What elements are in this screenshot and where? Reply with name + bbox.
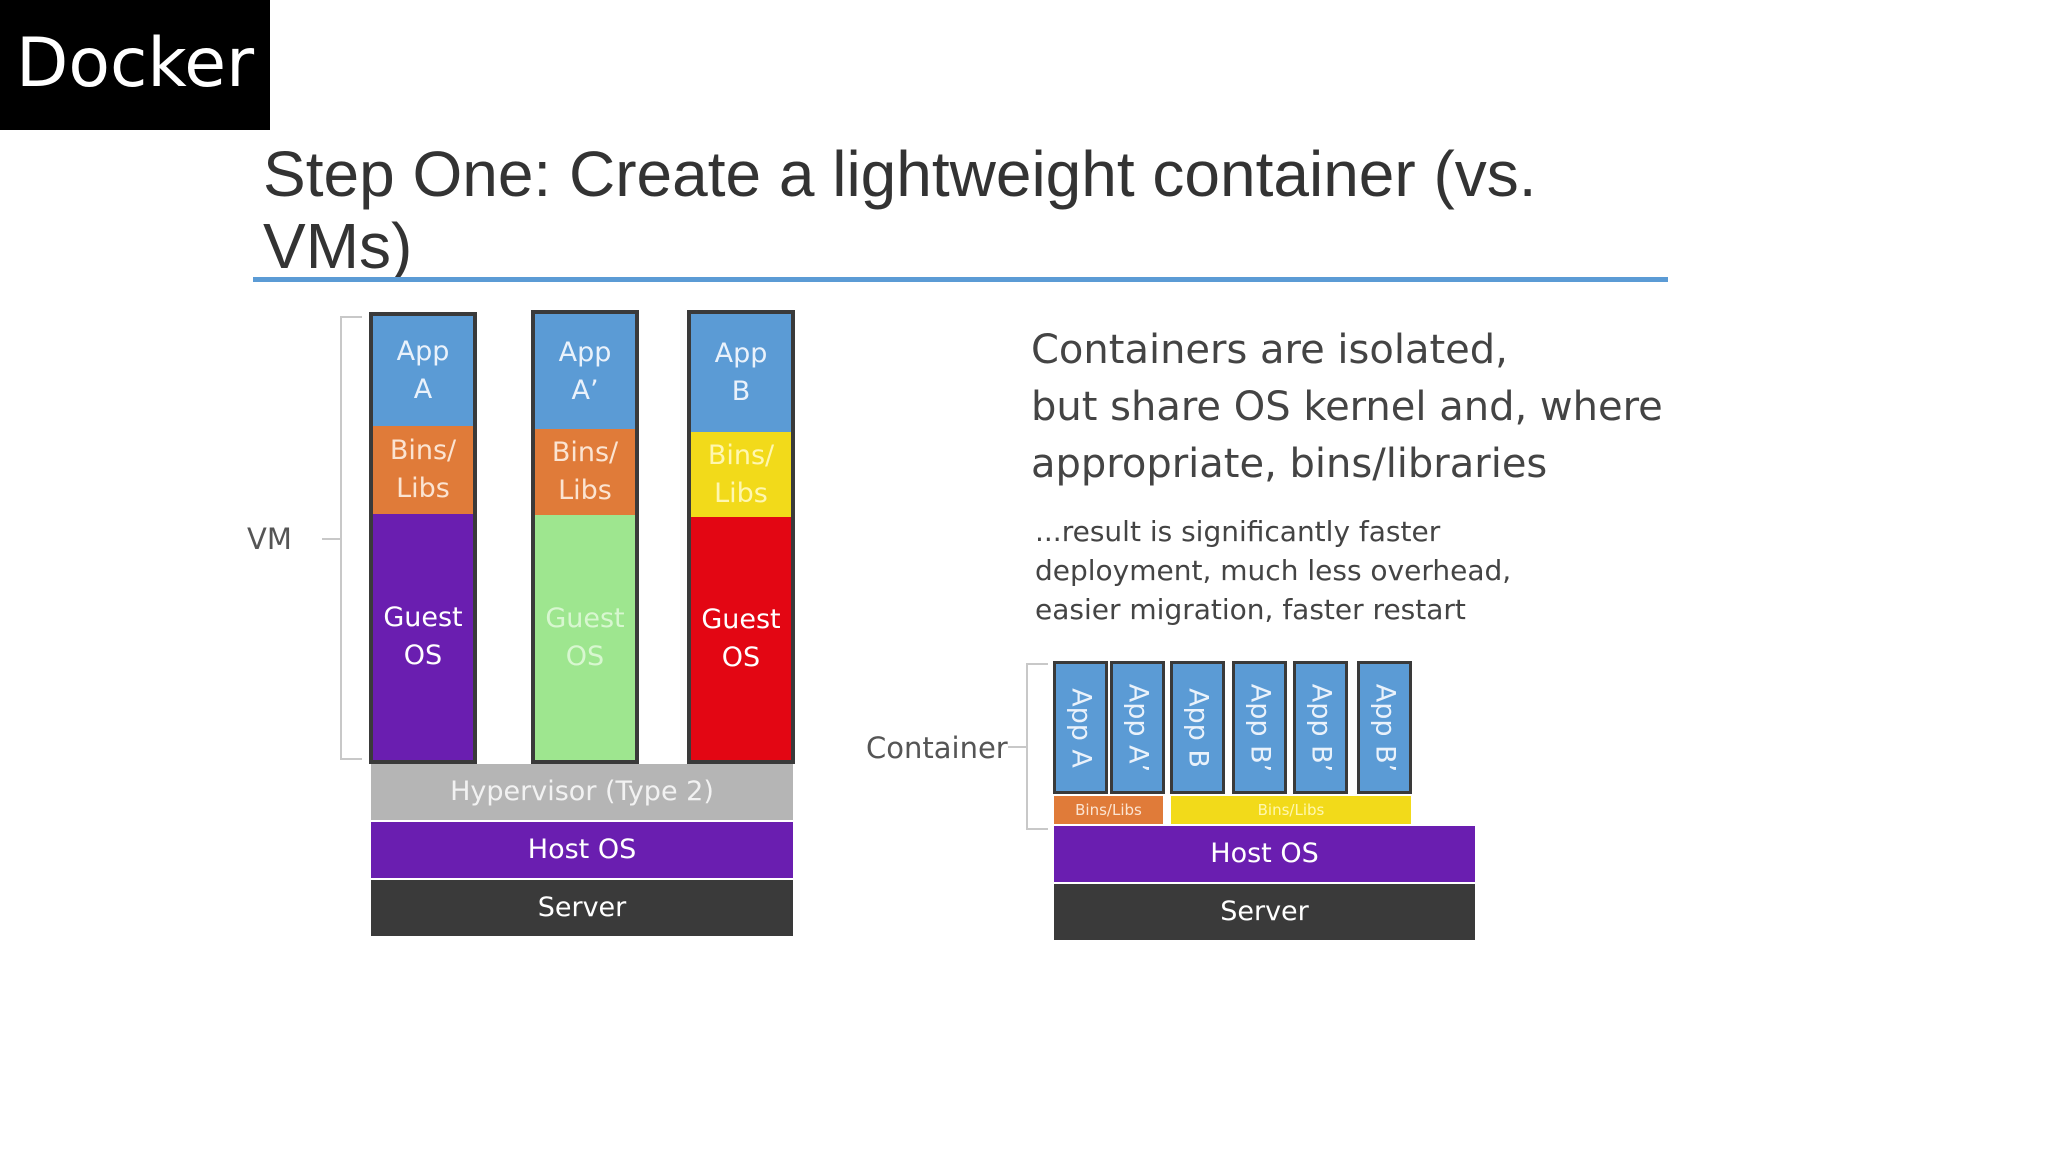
container-server-layer: Server <box>1054 884 1475 940</box>
container-host-os-layer: Host OS <box>1054 826 1475 882</box>
vm-bins-libs-block: Bins/ Libs <box>535 429 635 515</box>
hypervisor-layer: Hypervisor (Type 2) <box>371 764 793 820</box>
container-brace <box>1026 663 1048 830</box>
vm-bins-libs-block: Bins/ Libs <box>373 426 473 514</box>
vm-guest-os-block: Guest OS <box>691 517 791 760</box>
container-app-a-prime: App A’ <box>1110 661 1165 794</box>
vm-guest-os-block: Guest OS <box>373 514 473 760</box>
docker-label: Docker <box>0 0 270 130</box>
containers-headline: Containers are isolated, but share OS ke… <box>1031 327 1663 487</box>
vm-guest-os-block: Guest OS <box>535 515 635 760</box>
container-app-b-prime: App B’ <box>1232 661 1287 794</box>
vm-column-app-b: App B Bins/ Libs Guest OS <box>687 310 795 764</box>
container-app-b: App B <box>1170 661 1225 794</box>
vm-host-os-layer: Host OS <box>371 822 793 878</box>
container-bins-libs-b: Bins/Libs <box>1171 796 1411 824</box>
containers-subtext: ...result is significantly faster deploy… <box>1035 515 1512 626</box>
vm-column-app-a-prime: App A’ Bins/ Libs Guest OS <box>531 310 639 764</box>
vm-app-block: App A’ <box>535 314 635 429</box>
vm-server-layer: Server <box>371 880 793 936</box>
container-bins-libs-a: Bins/Libs <box>1054 796 1163 824</box>
container-app-b-prime: App B’ <box>1293 661 1348 794</box>
slide-title: Step One: Create a lightweight container… <box>263 138 1537 282</box>
vm-bins-libs-block: Bins/ Libs <box>691 432 791 517</box>
vm-column-app-a: App A Bins/ Libs Guest OS <box>369 312 477 764</box>
container-app-b-prime: App B’ <box>1357 661 1412 794</box>
container-label: Container <box>866 731 1008 765</box>
container-brace-tick <box>1008 746 1026 748</box>
vm-app-block: App B <box>691 314 791 432</box>
vm-brace <box>340 316 362 760</box>
vm-brace-tick <box>322 538 340 540</box>
vm-app-block: App A <box>373 316 473 426</box>
title-rule <box>253 277 1668 282</box>
container-app-a: App A <box>1053 661 1108 794</box>
vm-label: VM <box>247 522 292 556</box>
